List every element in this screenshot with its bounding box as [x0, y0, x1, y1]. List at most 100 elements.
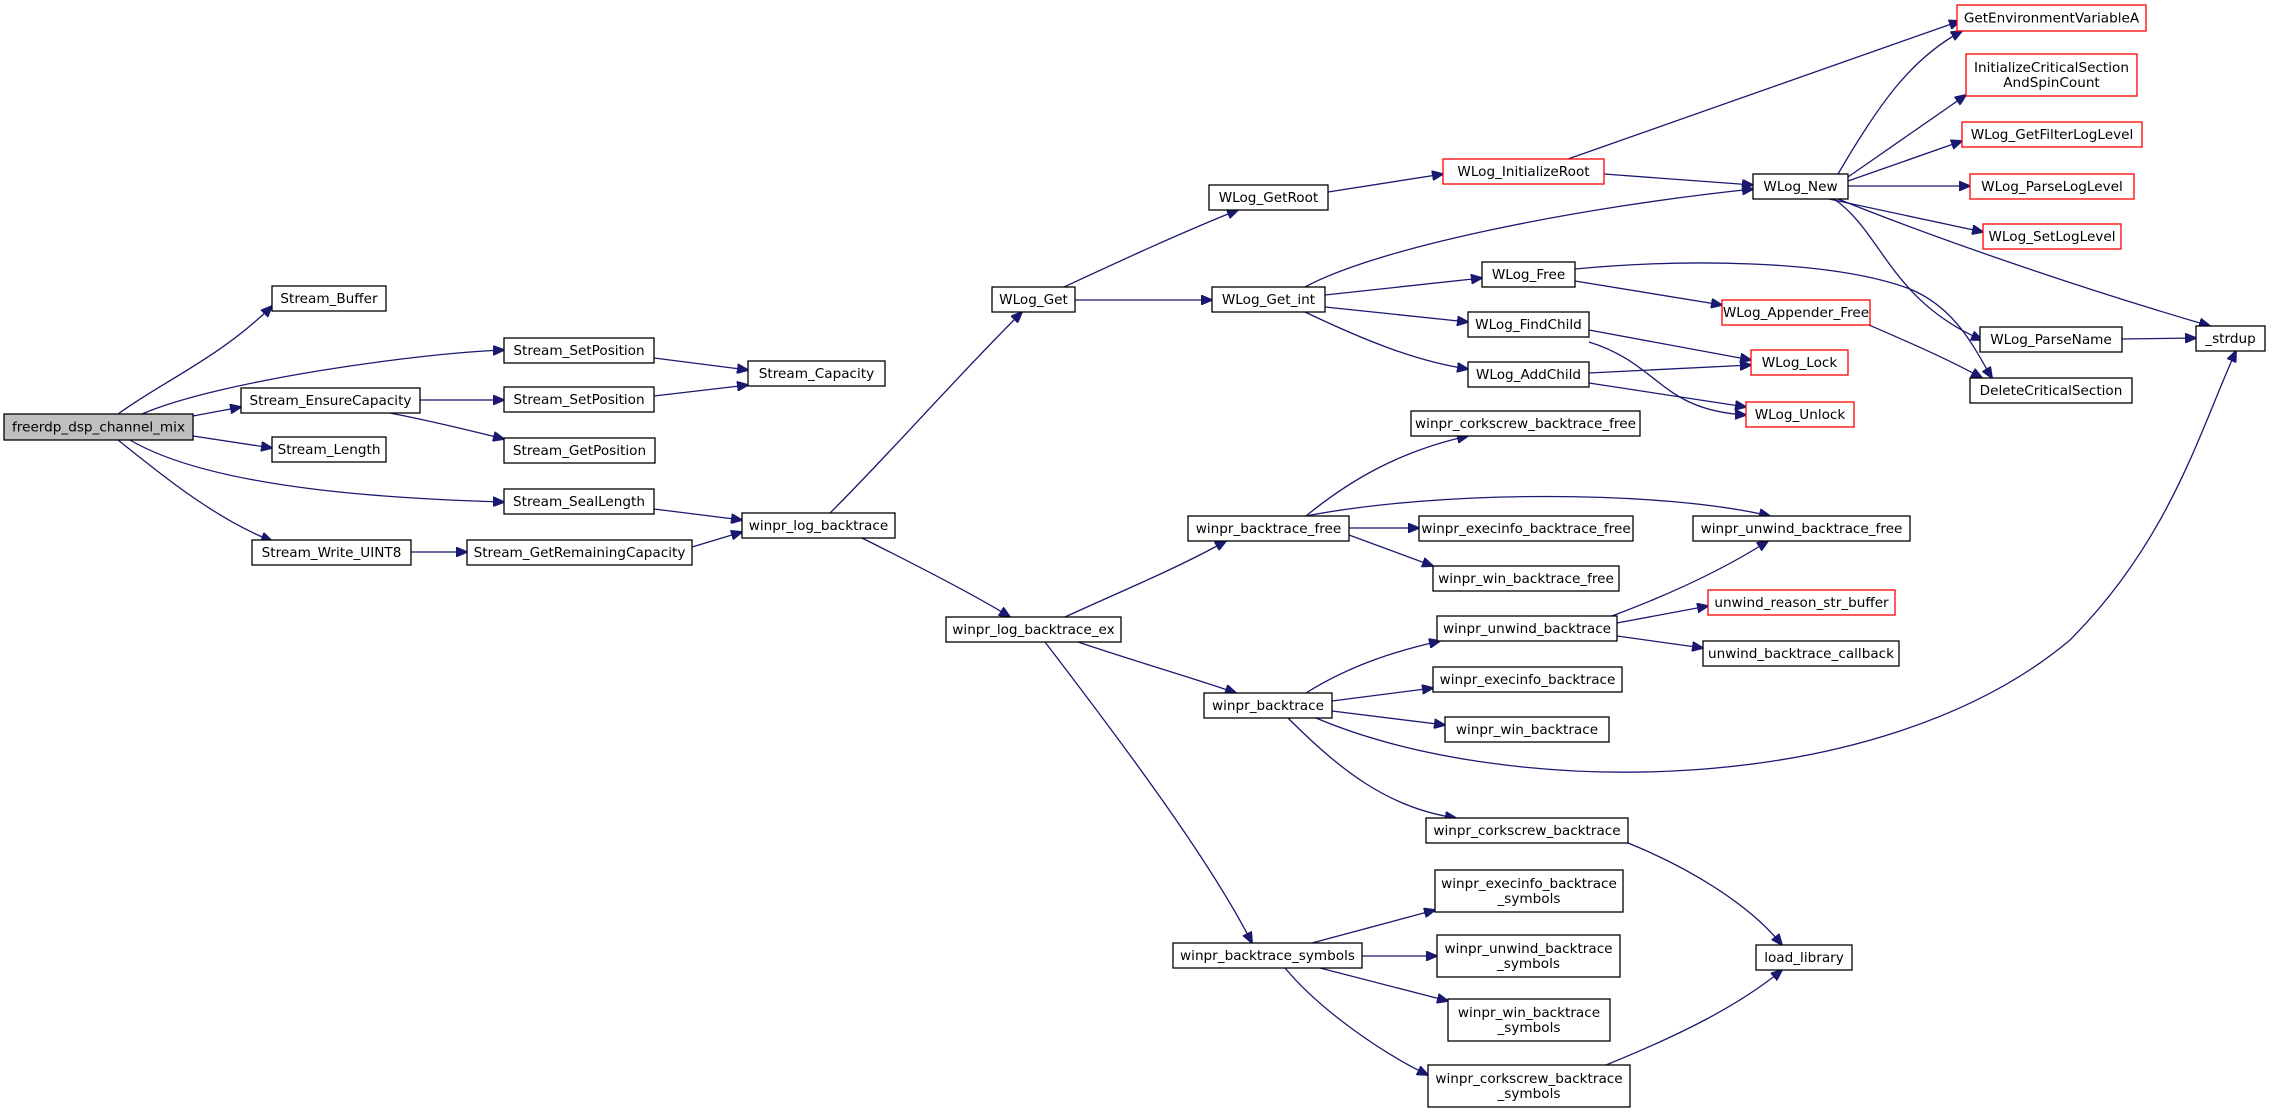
node-winpr-unwind-backtrace-free[interactable]: winpr_unwind_backtrace_free — [1692, 515, 1911, 542]
node-label: winpr_backtrace_free — [1196, 521, 1342, 537]
node-wlog-parseloglevel[interactable]: WLog_ParseLogLevel — [1969, 173, 2135, 200]
node-wlog-getfilterloglevel[interactable]: WLog_GetFilterLogLevel — [1961, 121, 2143, 148]
node-wlog-getroot[interactable]: WLog_GetRoot — [1208, 184, 1329, 211]
node-winpr-log-backtrace[interactable]: winpr_log_backtrace — [741, 512, 896, 539]
node-box — [271, 285, 387, 312]
node-box — [240, 387, 421, 414]
node-winpr-unwind-backtrace[interactable]: winpr_unwind_backtrace — [1436, 615, 1618, 642]
edge-sseal-to-wlb — [653, 508, 742, 520]
node-wlog-get[interactable]: WLog_Get — [991, 286, 1076, 313]
call-edges — [117, 21, 2236, 1075]
node-wlog-appender-free[interactable]: WLog_Appender_Free — [1721, 299, 1871, 326]
node-box — [1982, 223, 2122, 250]
node-box — [1956, 4, 2147, 32]
edge-wpn-to-strdup — [2121, 338, 2196, 339]
node-label: unwind_reason_str_buffer — [1714, 595, 1889, 611]
node-label: winpr_win_backtrace_free — [1438, 571, 1614, 587]
node-label: Stream_SetPosition — [513, 343, 644, 359]
node-box — [1467, 361, 1590, 388]
node-stream-ensurecapacity[interactable]: Stream_EnsureCapacity — [240, 387, 421, 414]
node-box — [1965, 53, 2138, 97]
node-winpr-execinfo-backtrace-symbols[interactable]: winpr_execinfo_backtrace_symbols — [1434, 869, 1624, 913]
node-winpr-backtrace-symbols[interactable]: winpr_backtrace_symbols — [1172, 942, 1363, 969]
node-wlog-parsename[interactable]: WLog_ParseName — [1979, 326, 2123, 353]
edge-wub-to-ubc — [1616, 635, 1703, 648]
node-wlog-findchild[interactable]: WLog_FindChild — [1467, 311, 1590, 338]
node-winpr-log-backtrace-ex[interactable]: winpr_log_backtrace_ex — [945, 616, 1122, 643]
node-label: winpr_win_backtrace — [1456, 722, 1598, 738]
node-label: WLog_Unlock — [1755, 407, 1846, 423]
node-box — [747, 360, 886, 387]
node-label: winpr_corkscrew_backtrace — [1433, 823, 1620, 839]
node-wlog-get-int[interactable]: WLog_Get_int — [1211, 286, 1326, 313]
node-stream-write-uint8[interactable]: Stream_Write_UINT8 — [251, 539, 412, 566]
node-wlog-new[interactable]: WLog_New — [1752, 173, 1849, 200]
node-label: winpr_execinfo_backtrace — [1440, 672, 1616, 688]
node-label: Stream_GetPosition — [513, 443, 646, 459]
node-box — [1969, 173, 2135, 200]
edge-wfree-to-waf — [1574, 280, 1722, 305]
node-label: freerdp_dsp_channel_mix — [12, 420, 185, 436]
node-wlog-addchild[interactable]: WLog_AddChild — [1467, 361, 1590, 388]
node-winpr-win-backtrace[interactable]: winpr_win_backtrace — [1444, 716, 1610, 743]
node-stream-getremainingcapacity[interactable]: Stream_GetRemainingCapacity — [466, 539, 693, 566]
node-wlog-initializeroot[interactable]: WLog_InitializeRoot — [1442, 158, 1605, 185]
edge-wlb-to-wlbex — [861, 537, 1010, 617]
edge-wbs-to-wcbs — [1284, 967, 1428, 1075]
edge-wgi-to-wnew — [1304, 189, 1753, 288]
node-wlog-lock[interactable]: WLog_Lock — [1750, 349, 1849, 376]
node-winpr-execinfo-backtrace[interactable]: winpr_execinfo_backtrace — [1432, 666, 1623, 693]
node-stream-setposition[interactable]: Stream_SetPosition — [503, 337, 655, 364]
node-box — [1172, 942, 1363, 969]
node-stream-setposition[interactable]: Stream_SetPosition — [503, 386, 655, 413]
node-stream-seallength[interactable]: Stream_SealLength — [503, 488, 655, 515]
node-getenvironmentvariablea[interactable]: GetEnvironmentVariableA — [1956, 4, 2147, 32]
node-winpr-win-backtrace-symbols[interactable]: winpr_win_backtrace_symbols — [1447, 998, 1611, 1042]
node-stream-capacity[interactable]: Stream_Capacity — [747, 360, 886, 387]
node-unwind-backtrace-callback[interactable]: unwind_backtrace_callback — [1702, 640, 1900, 667]
node-winpr-backtrace[interactable]: winpr_backtrace — [1203, 692, 1333, 719]
node-label: _strdup — [2204, 331, 2255, 347]
node-box — [3, 413, 194, 441]
node-stream-buffer[interactable]: Stream_Buffer — [271, 285, 387, 312]
node-label: WLog_GetRoot — [1219, 190, 1319, 206]
node-label: load_library — [1764, 950, 1844, 966]
node-box — [1467, 311, 1590, 338]
node-label: unwind_backtrace_callback — [1708, 646, 1894, 662]
node-wlog-free[interactable]: WLog_Free — [1481, 261, 1576, 288]
edge-root-to-sseal — [129, 439, 504, 502]
node-deletecriticalsection[interactable]: DeleteCriticalSection — [1969, 377, 2133, 404]
node-stream-getposition[interactable]: Stream_GetPosition — [503, 437, 656, 464]
node-load-library[interactable]: load_library — [1755, 944, 1853, 971]
node-winpr-execinfo-backtrace-free[interactable]: winpr_execinfo_backtrace_free — [1418, 515, 1634, 542]
node-wlog-unlock[interactable]: WLog_Unlock — [1745, 401, 1855, 428]
node-winpr-corkscrew-backtrace-symbols[interactable]: winpr_corkscrew_backtrace_symbols — [1427, 1064, 1631, 1108]
node-stream-length[interactable]: Stream_Length — [271, 436, 387, 463]
node-winpr-win-backtrace-free[interactable]: winpr_win_backtrace_free — [1432, 565, 1620, 592]
node-wlog-setloglevel[interactable]: WLog_SetLogLevel — [1982, 223, 2122, 250]
node-box — [1721, 299, 1871, 326]
edge-sec-to-sgp — [389, 412, 504, 439]
node-box — [466, 539, 693, 566]
node-label: _symbols — [1497, 891, 1561, 907]
node-winpr-backtrace-free[interactable]: winpr_backtrace_free — [1187, 515, 1350, 542]
node-winpr-corkscrew-backtrace[interactable]: winpr_corkscrew_backtrace — [1425, 817, 1629, 844]
node-label: WLog_ParseName — [1990, 332, 2112, 348]
node-winpr-corkscrew-backtrace-free[interactable]: winpr_corkscrew_backtrace_free — [1410, 410, 1641, 437]
node-unwind-reason-str-buffer[interactable]: unwind_reason_str_buffer — [1707, 589, 1896, 616]
node-box — [1707, 589, 1896, 616]
node-label: winpr_win_backtrace — [1458, 1005, 1600, 1021]
node-label: WLog_AddChild — [1476, 367, 1581, 383]
edge-wnew-to-gev — [1837, 31, 1962, 175]
node-box — [1702, 640, 1900, 667]
node-box — [503, 488, 655, 515]
node-label: Stream_Write_UINT8 — [262, 545, 402, 561]
node-box — [1750, 349, 1849, 376]
node-strdup[interactable]: _strdup — [2195, 325, 2266, 352]
node-box — [1187, 515, 1350, 542]
edge-wnew-to-wpn — [1833, 198, 1982, 340]
node-freerdp-dsp-channel-mix[interactable]: freerdp_dsp_channel_mix — [3, 413, 194, 441]
node-winpr-unwind-backtrace-symbols[interactable]: winpr_unwind_backtrace_symbols — [1436, 934, 1621, 978]
